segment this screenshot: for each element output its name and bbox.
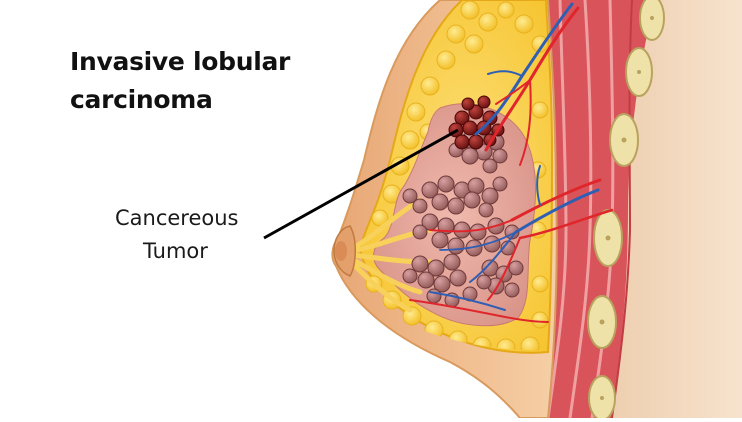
diagram-title-line-2: carcinoma xyxy=(70,85,213,114)
tumor-label-line-1: Cancereous xyxy=(115,206,239,230)
rib-cartilage xyxy=(587,0,665,421)
blood-vessels xyxy=(409,2,614,323)
nipple xyxy=(333,225,356,277)
callout-leader-line xyxy=(263,128,459,240)
tumor-label-line-2: Tumor xyxy=(143,239,208,263)
diagram-title-line-1: Invasive lobular xyxy=(70,47,291,76)
